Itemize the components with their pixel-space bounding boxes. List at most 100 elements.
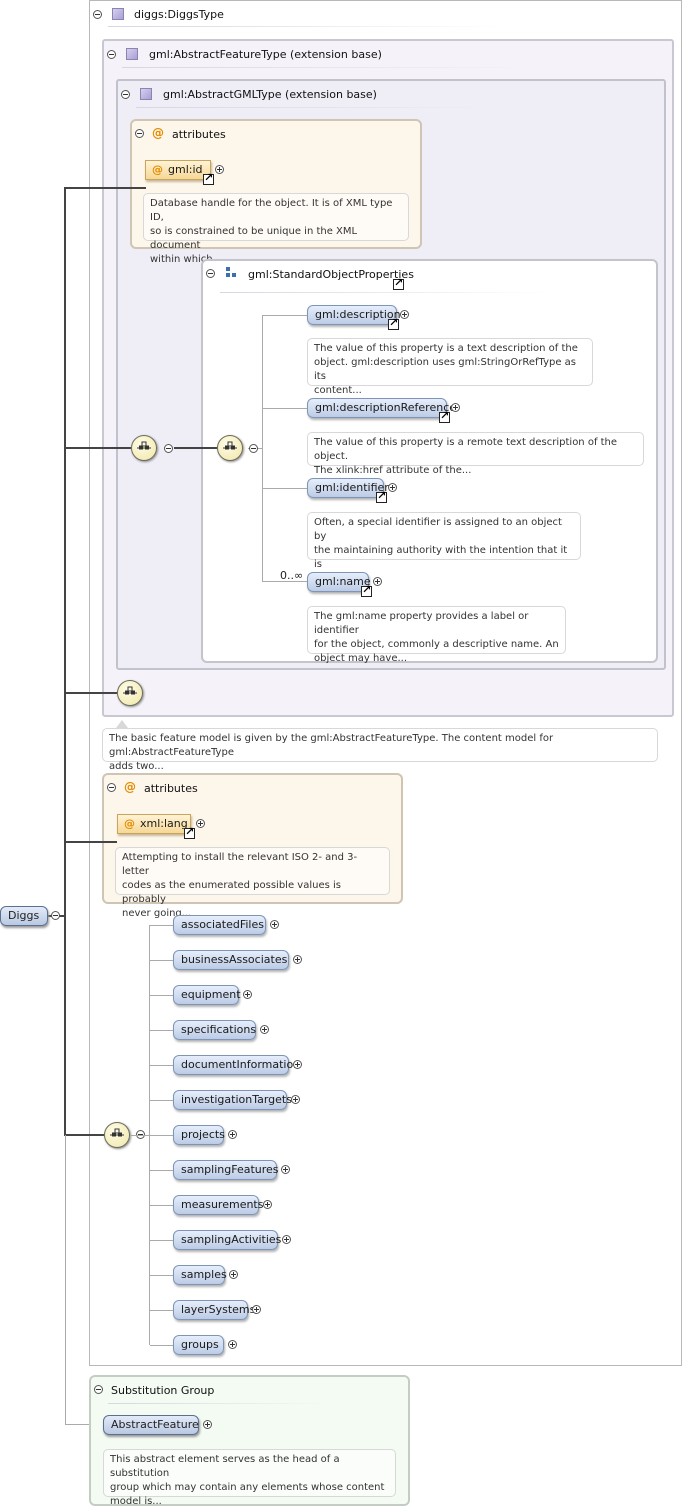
expand-gml-id-icon[interactable] — [215, 165, 224, 174]
collapse-substitution-icon[interactable] — [94, 1385, 103, 1394]
connector-line — [150, 925, 173, 926]
expand-child-icon[interactable] — [228, 1130, 237, 1139]
xml-attributes-title: attributes — [144, 782, 198, 795]
complex-type-icon — [140, 88, 152, 100]
reference-arrow-icon[interactable] — [203, 171, 214, 185]
child-element[interactable]: businessAssociates — [173, 950, 289, 970]
element-gml-name[interactable]: gml:name — [307, 572, 371, 592]
gml-description-doc: The value of this property is a text des… — [307, 338, 593, 396]
type-header-divider — [108, 26, 508, 27]
attribute-at-icon: @ — [124, 817, 135, 830]
expand-gml-identifier-icon[interactable] — [388, 483, 397, 492]
abstract-feature-header-divider — [122, 67, 532, 68]
standard-props-title: gml:StandardObjectProperties — [248, 268, 414, 281]
child-element[interactable]: associatedFiles — [173, 915, 266, 935]
collapse-xml-attributes-icon[interactable] — [107, 783, 116, 792]
element-gml-description-reference[interactable]: gml:descriptionReference — [307, 398, 456, 418]
connector-line — [262, 408, 307, 409]
substitution-doc: This abstract element serves as the head… — [103, 1449, 396, 1507]
expand-child-icon[interactable] — [260, 1025, 269, 1034]
child-element[interactable]: samplingActivities — [173, 1230, 281, 1250]
reference-arrow-icon[interactable] — [361, 583, 372, 597]
child-element[interactable]: specifications — [173, 1020, 256, 1040]
cardinality-label: 0..∞ — [280, 569, 304, 582]
collapse-standard-props-icon[interactable] — [206, 269, 215, 278]
reference-arrow-icon[interactable] — [388, 316, 399, 330]
collapse-abstract-feature-icon[interactable] — [107, 50, 116, 59]
substitution-element-abstract-feature[interactable]: AbstractFeature — [103, 1415, 199, 1435]
expand-gml-name-icon[interactable] — [373, 577, 382, 586]
sequence-compositor-icon[interactable] — [104, 1122, 130, 1148]
collapse-abstract-gml-icon[interactable] — [121, 90, 130, 99]
child-element[interactable]: documentInformation — [173, 1055, 300, 1075]
sequence-compositor-icon[interactable] — [217, 435, 243, 461]
collapse-type-icon[interactable] — [93, 10, 102, 19]
expand-child-icon[interactable] — [291, 1095, 300, 1104]
connector-line — [262, 315, 307, 316]
gml-attributes-title: attributes — [172, 128, 226, 141]
connector-line — [150, 1065, 173, 1066]
child-element[interactable]: measurements — [173, 1195, 263, 1215]
connector-line — [150, 1030, 173, 1031]
expand-child-icon[interactable] — [270, 920, 279, 929]
connector-line — [150, 1135, 173, 1136]
attribute-gml-id-label: gml:id — [168, 163, 203, 176]
connector-line — [64, 187, 146, 189]
child-element[interactable]: investigationTargets — [173, 1090, 292, 1110]
element-gml-identifier[interactable]: gml:identifier — [307, 478, 389, 498]
child-element[interactable]: equipment — [173, 985, 241, 1005]
expand-child-icon[interactable] — [293, 955, 302, 964]
attribute-xml-lang[interactable]: @ xml:lang — [117, 814, 191, 834]
connector-line — [64, 1134, 104, 1136]
abstract-gml-header-divider — [136, 107, 496, 108]
child-element[interactable]: layerSystems — [173, 1300, 255, 1320]
expand-child-icon[interactable] — [293, 1060, 302, 1069]
expand-xml-lang-icon[interactable] — [196, 819, 205, 828]
connector-line — [130, 1135, 150, 1136]
expand-child-icon[interactable] — [263, 1200, 272, 1209]
child-element[interactable]: groups — [173, 1335, 224, 1355]
sequence-compositor-icon[interactable] — [117, 680, 143, 706]
attribute-at-icon: @ — [152, 126, 164, 140]
reference-arrow-icon[interactable] — [393, 276, 404, 290]
group-icon — [224, 267, 237, 280]
complex-type-icon — [126, 48, 138, 60]
connector-line — [174, 447, 217, 449]
expand-gml-description-icon[interactable] — [400, 310, 409, 319]
gml-identifier-doc: Often, a special identifier is assigned … — [307, 512, 581, 584]
connector-line — [150, 1275, 173, 1276]
expand-child-icon[interactable] — [252, 1305, 261, 1314]
element-gml-description[interactable]: gml:description — [307, 305, 401, 325]
attribute-xml-lang-label: xml:lang — [140, 817, 188, 830]
gml-id-doc: Database handle for the object. It is of… — [143, 193, 409, 265]
child-element[interactable]: samples — [173, 1265, 227, 1285]
reference-arrow-icon[interactable] — [184, 825, 195, 839]
expand-child-icon[interactable] — [229, 1270, 238, 1279]
expand-child-icon[interactable] — [282, 1235, 291, 1244]
expand-child-icon[interactable] — [281, 1165, 290, 1174]
expand-gml-description-reference-icon[interactable] — [451, 403, 460, 412]
collapse-root-icon[interactable] — [51, 911, 60, 920]
expand-abstract-feature-icon[interactable] — [203, 1420, 212, 1429]
expand-child-icon[interactable] — [243, 990, 252, 999]
reference-arrow-icon[interactable] — [376, 489, 387, 503]
reference-arrow-icon[interactable] — [439, 409, 450, 423]
child-element[interactable]: samplingFeatures — [173, 1160, 279, 1180]
collapse-gml-attributes-icon[interactable] — [135, 129, 144, 138]
attribute-gml-id[interactable]: @gml:id — [145, 160, 211, 180]
collapse-sequence-icon[interactable] — [249, 444, 258, 453]
collapse-sequence-icon[interactable] — [164, 444, 173, 453]
connector-line — [64, 692, 117, 694]
collapse-sequence-icon[interactable] — [136, 1130, 145, 1139]
standard-props-header-divider — [220, 292, 550, 293]
connector-line — [65, 1135, 66, 1425]
root-element-diggs[interactable]: Diggs — [0, 906, 48, 926]
child-element[interactable]: projects — [173, 1125, 225, 1145]
sequence-compositor-icon[interactable] — [131, 435, 157, 461]
expand-child-icon[interactable] — [228, 1340, 237, 1349]
connector-line — [150, 1310, 173, 1311]
connector-line — [150, 960, 173, 961]
connector-line — [64, 187, 66, 1135]
xml-lang-doc: Attempting to install the relevant ISO 2… — [115, 847, 390, 919]
substitution-header-divider — [108, 1403, 328, 1404]
